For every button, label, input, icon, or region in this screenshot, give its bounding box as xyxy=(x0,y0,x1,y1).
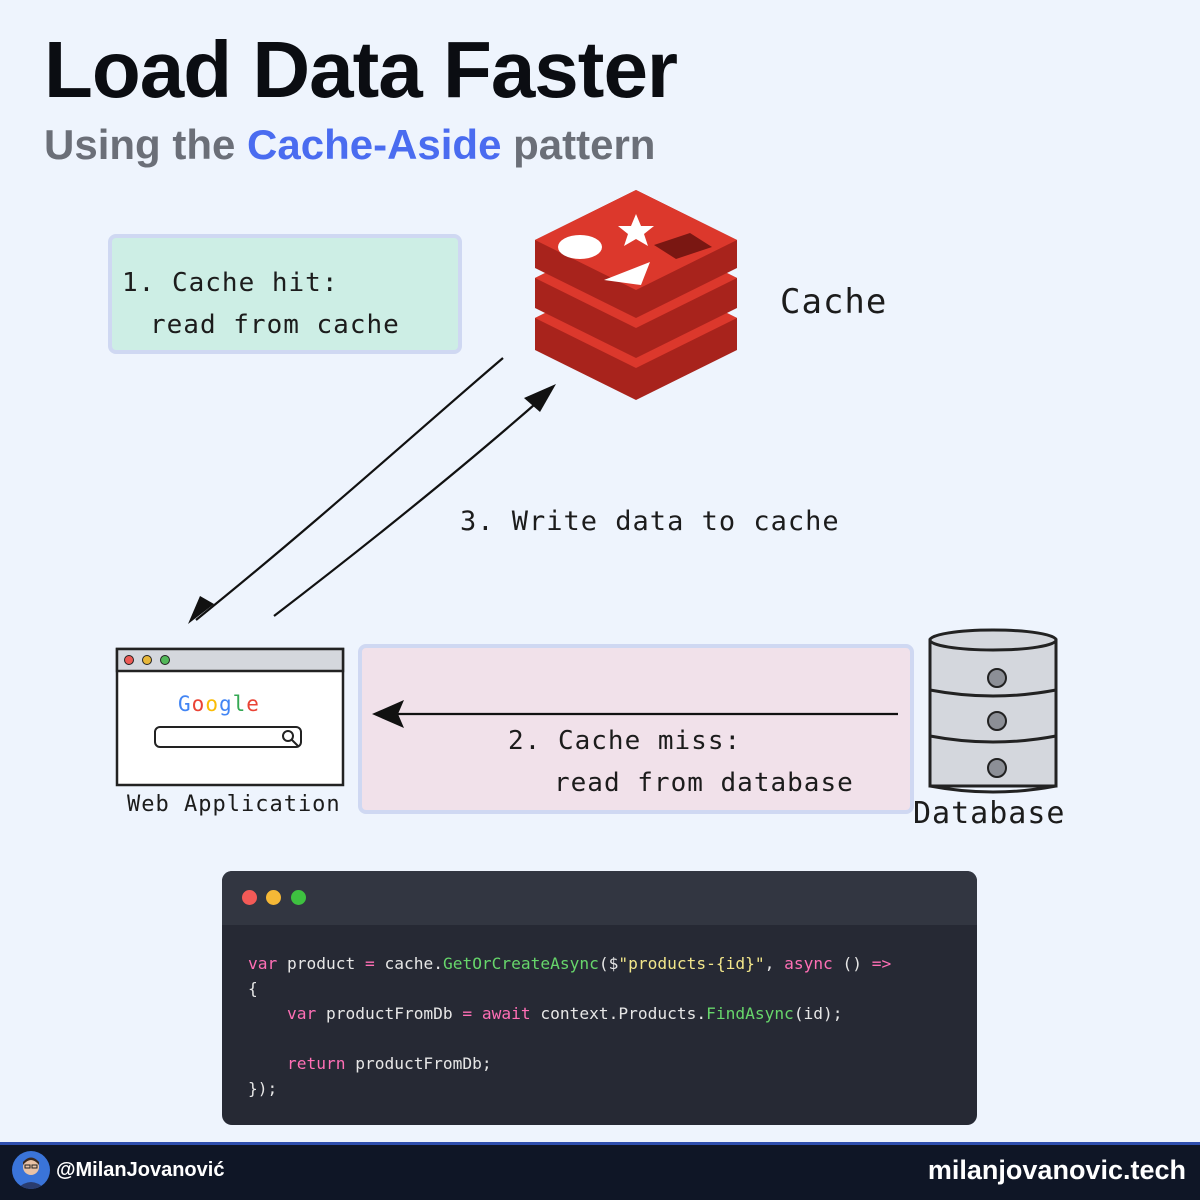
cache-miss-step-detail: read from database xyxy=(554,768,854,798)
author-handle: @MilanJovanović xyxy=(56,1159,225,1181)
redis-cache-icon xyxy=(535,190,737,400)
code-window-titlebar xyxy=(222,871,977,925)
database-label: Database xyxy=(913,796,1066,831)
subtitle-highlight: Cache-Aside xyxy=(247,121,502,168)
cache-miss-note: 2. Cache miss: read from database xyxy=(358,644,914,814)
code-line: var productFromDb = await context.Produc… xyxy=(286,1004,843,1023)
avatar xyxy=(12,1151,50,1189)
maximize-dot-icon xyxy=(291,890,306,905)
subtitle-suffix: pattern xyxy=(501,121,656,168)
write-cache-line xyxy=(273,397,543,617)
code-line: }); xyxy=(248,1079,278,1098)
browser-window-icon xyxy=(115,647,345,787)
google-logo-letter: e xyxy=(246,692,260,716)
cache-miss-step-title: 2. Cache miss: xyxy=(508,726,742,756)
database-icon xyxy=(928,628,1058,794)
cache-hit-arrowhead xyxy=(188,596,214,624)
google-logo-letter: l xyxy=(232,692,247,716)
cache-hit-step-title: 1. Cache hit: xyxy=(122,268,339,298)
code-line: var product = cache.GetOrCreateAsync($"p… xyxy=(248,954,892,973)
page-subtitle: Using the Cache-Aside pattern xyxy=(44,121,656,168)
cache-hit-line xyxy=(195,357,504,621)
cache-label: Cache xyxy=(780,282,888,322)
code-line: return productFromDb; xyxy=(286,1054,492,1073)
subtitle-prefix: Using the xyxy=(44,121,248,168)
code-block: var product = cache.GetOrCreateAsync($"p… xyxy=(222,925,977,1101)
google-logo-letter: o xyxy=(191,692,206,716)
google-logo-letter: g xyxy=(218,692,233,716)
minimize-dot-icon xyxy=(266,890,281,905)
google-logo: Google xyxy=(178,692,260,716)
web-application-label: Web Application xyxy=(127,792,341,817)
google-logo-letter: G xyxy=(178,692,192,716)
cache-miss-arrowhead xyxy=(372,700,404,728)
write-cache-arrowhead xyxy=(524,384,556,412)
code-window: var product = cache.GetOrCreateAsync($"p… xyxy=(222,871,977,1125)
cache-hit-note: 1. Cache hit: read from cache xyxy=(108,234,462,354)
google-logo-letter: o xyxy=(205,692,219,716)
cache-hit-step-detail: read from cache xyxy=(150,310,400,340)
page-title: Load Data Faster xyxy=(44,25,678,114)
write-cache-step-label: 3. Write data to cache xyxy=(460,506,840,537)
footer-bar: @MilanJovanović milanjovanovic.tech xyxy=(0,1142,1200,1200)
website-link[interactable]: milanjovanovic.tech xyxy=(927,1155,1186,1185)
code-line: { xyxy=(248,979,258,998)
close-dot-icon xyxy=(242,890,257,905)
